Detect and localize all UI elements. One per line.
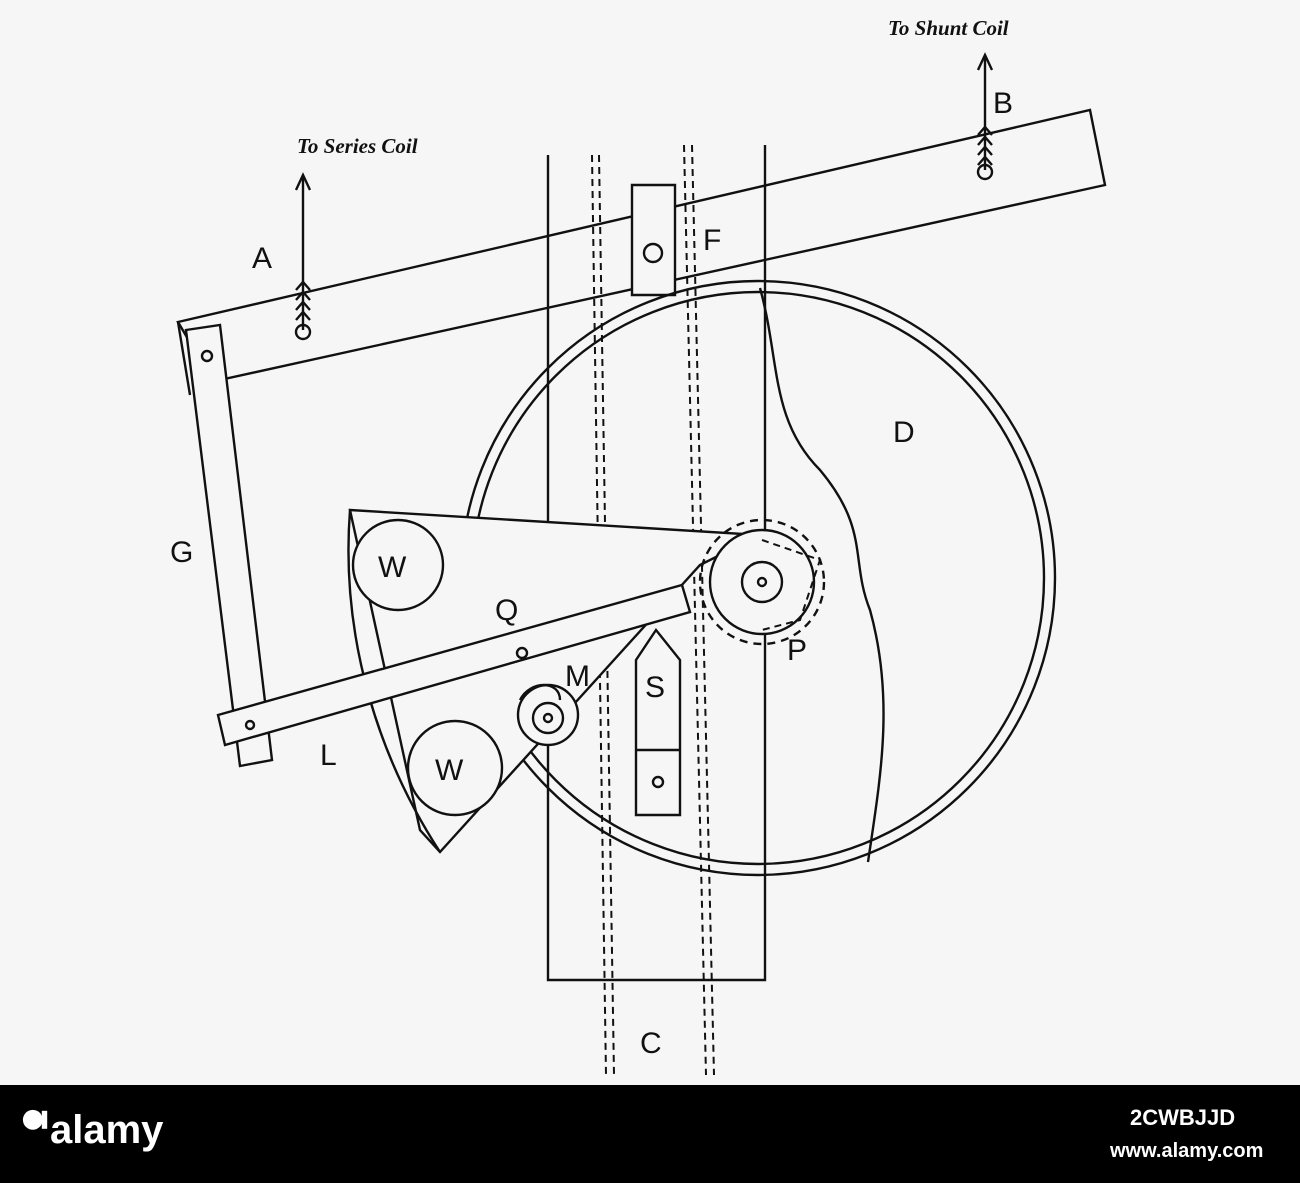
diagram-canvas: To Series Coil To Shunt Coil A B C D F G…	[0, 0, 1300, 1085]
caption-series-coil: To Series Coil	[297, 134, 418, 158]
label-s: S	[645, 671, 665, 704]
lever-l-pivot	[244, 719, 256, 731]
mechanism-diagram: To Series Coil To Shunt Coil A B C D F G…	[170, 16, 1107, 1076]
label-a: A	[252, 242, 272, 275]
disc-d-cutaway	[758, 287, 885, 863]
cam-m-inner	[531, 701, 565, 735]
label-b: B	[993, 87, 1013, 120]
watermark-brand: alamy	[50, 1108, 164, 1152]
label-w-upper: W	[378, 551, 407, 584]
bracket-f-pin	[642, 242, 664, 264]
caption-shunt-coil: To Shunt Coil	[888, 16, 1009, 40]
label-q: Q	[495, 594, 518, 627]
label-m: M	[565, 660, 590, 693]
watermark-stock-id: 2CWBJJD	[1130, 1105, 1235, 1130]
link-g-pivot	[200, 349, 214, 363]
gear-p-dashed	[761, 539, 822, 631]
weight-upper	[351, 518, 445, 612]
terminal-a	[294, 172, 312, 341]
weight-lower	[406, 719, 504, 817]
lever-l	[216, 583, 692, 747]
link-g	[184, 323, 274, 768]
stock-footer: alamy 2CWBJJD www.alamy.com	[0, 1085, 1300, 1178]
label-g: G	[170, 536, 193, 569]
footer-svg: alamy 2CWBJJD www.alamy.com	[22, 1105, 1263, 1162]
label-l: L	[320, 739, 337, 772]
gear-p	[698, 518, 826, 646]
label-w-lower: W	[435, 754, 464, 787]
bracket-f	[630, 183, 677, 297]
pawl-s-screw	[651, 775, 665, 789]
pawl-s	[634, 627, 682, 817]
label-f: F	[703, 224, 721, 257]
beam-end	[176, 321, 192, 396]
label-d: D	[893, 416, 915, 449]
cam-m-hook	[518, 683, 562, 701]
cam-m-pin	[542, 712, 554, 724]
alamy-logo-icon	[22, 1109, 48, 1130]
terminal-b	[976, 52, 994, 181]
watermark-site: www.alamy.com	[1109, 1140, 1263, 1162]
pivot-q	[515, 646, 529, 660]
label-c: C	[640, 1027, 662, 1060]
label-p: P	[787, 634, 807, 667]
